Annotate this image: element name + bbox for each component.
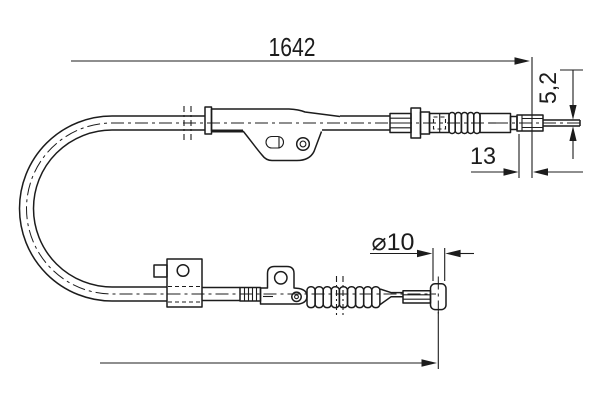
clevis-end [429, 276, 447, 314]
bellows-lower [306, 286, 381, 309]
break-marks-upper [183, 106, 192, 141]
arrowhead-left [445, 249, 461, 258]
arrowhead-up [569, 126, 577, 141]
bracket-hole [295, 136, 311, 152]
dimension-13-label: 13 [470, 143, 496, 170]
cable-end-fitting [479, 112, 581, 134]
lever-fitting [259, 265, 308, 305]
arrowhead-left [533, 168, 548, 176]
dimension-1642-label: 1642 [269, 32, 316, 62]
adjuster-flange [410, 107, 422, 139]
dimension-diameter-10: ⌀10 [370, 229, 474, 281]
arrowhead-right [503, 168, 519, 176]
lever-hole [273, 270, 288, 285]
conduit-run [322, 115, 390, 131]
upper-cable-assembly [18, 106, 581, 302]
bracket-slot [265, 135, 285, 149]
threaded-rod [379, 288, 432, 306]
arrowhead-down [569, 105, 577, 120]
dimension-1642: 1642 [71, 32, 533, 178]
arrowhead-right [417, 249, 433, 258]
bracket-tab [153, 264, 168, 278]
dimension-13: 13 [470, 134, 583, 178]
cable-bend [18, 115, 205, 302]
arrowhead-right [421, 359, 437, 367]
conduit-bracket [210, 108, 341, 162]
break-marks-lower [335, 276, 344, 316]
dimension-10-label: ⌀10 [372, 229, 415, 256]
adjuster-assembly [389, 107, 450, 139]
dimension-5-2: 5,2 [535, 69, 583, 159]
cable-centerline [26, 122, 580, 295]
conduit-end-cap [204, 106, 213, 135]
bare-cable-tip [543, 119, 581, 127]
dimension-5-2-label: 5,2 [535, 72, 562, 104]
lower-cable-assembly [153, 258, 447, 316]
equalizer-bracket [153, 258, 203, 308]
equalizer-hole [176, 263, 190, 278]
arrowhead-right [514, 57, 530, 65]
bellows-upper [448, 111, 481, 135]
end-socket [516, 114, 544, 132]
dimension-lower-length [100, 312, 439, 369]
